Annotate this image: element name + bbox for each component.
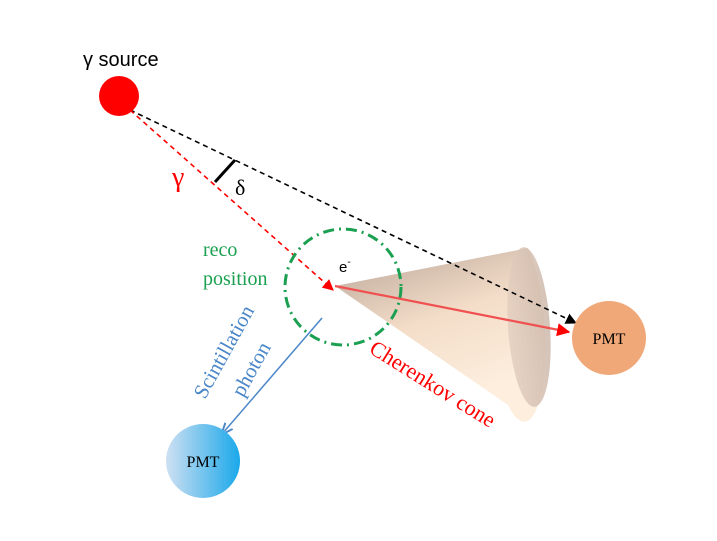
source-to-pmt-line (129, 109, 578, 324)
angle-marker (213, 158, 237, 184)
source-label: γ source (83, 49, 159, 71)
cherenkov-direction-arrow (334, 284, 571, 337)
reco-label-line1: reco (203, 239, 237, 261)
pmt-right-circle (572, 301, 646, 375)
pmt-left-label: PMT (187, 454, 220, 471)
pmt-left-circle (166, 424, 240, 498)
reco-label-line2: position (203, 268, 267, 290)
cherenkov-cone (335, 248, 546, 422)
angle-label: δ (235, 175, 245, 200)
gamma-source-dot (99, 76, 139, 116)
gamma-label: γ (171, 162, 184, 193)
electron-label: e- (339, 257, 351, 276)
scintillation-photon-arrow (222, 317, 323, 434)
electron-superscript: - (347, 257, 350, 268)
reco-position-circle (283, 227, 403, 347)
pmt-right-label: PMT (593, 331, 626, 348)
gamma-path-line (129, 109, 334, 291)
cherenkov-cone-cap (507, 247, 551, 407)
